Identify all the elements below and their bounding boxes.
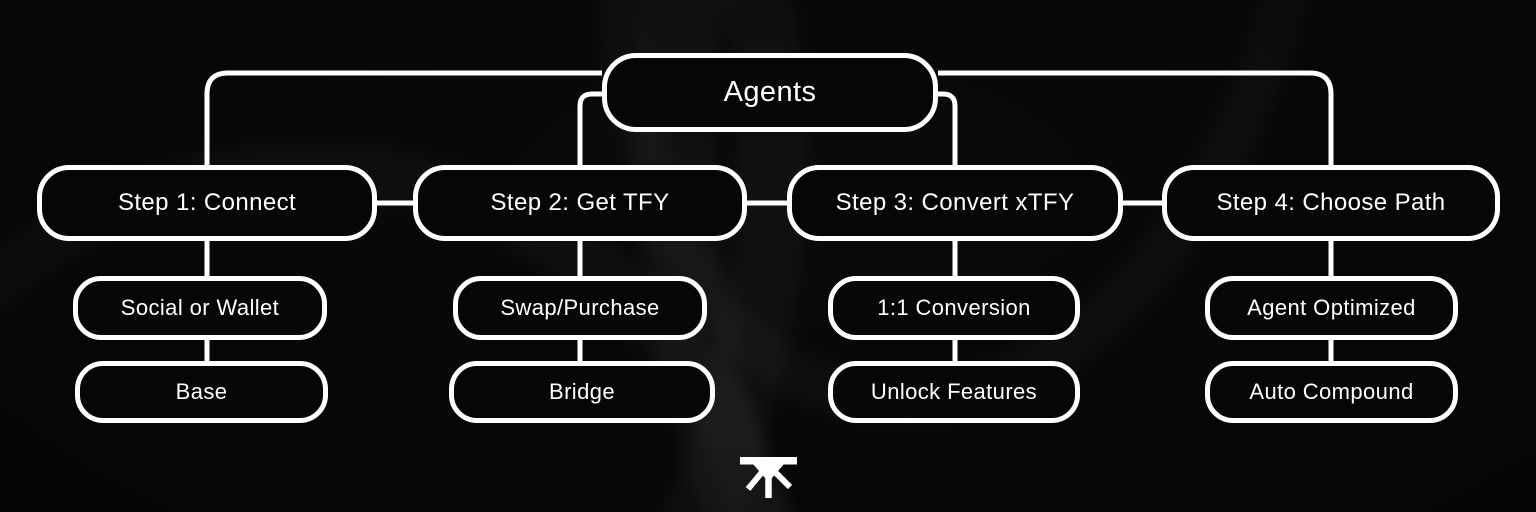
node-agents-label: Agents — [723, 76, 817, 108]
node-auto-compound-label: Auto Compound — [1249, 379, 1414, 404]
node-unlock-features-label: Unlock Features — [870, 379, 1038, 404]
node-bridge-label: Bridge — [549, 379, 615, 404]
node-swap-purchase: Swap/Purchase — [453, 276, 707, 340]
node-unlock-features: Unlock Features — [828, 361, 1080, 423]
node-agents: Agents — [602, 53, 938, 132]
node-auto-compound: Auto Compound — [1205, 361, 1458, 423]
node-step-4-choose-path: Step 4: Choose Path — [1162, 165, 1500, 241]
node-social-or-wallet-label: Social or Wallet — [120, 295, 280, 320]
connector-agents-step3 — [938, 91, 958, 167]
connector-agents-step1 — [204, 70, 602, 167]
node-base-label: Base — [175, 379, 228, 404]
node-step-3-convert-xtfy: Step 3: Convert xTFY — [787, 165, 1123, 241]
node-step-2-get-tfy: Step 2: Get TFY — [413, 165, 747, 241]
node-1-1-conversion: 1:1 Conversion — [828, 276, 1080, 340]
node-bridge: Bridge — [449, 361, 715, 423]
node-agent-optimized: Agent Optimized — [1205, 276, 1458, 340]
node-step-1-label: Step 1: Connect — [117, 189, 297, 216]
connector-lines — [204, 70, 1334, 363]
node-step-3-label: Step 3: Convert xTFY — [835, 189, 1075, 216]
node-agent-optimized-label: Agent Optimized — [1247, 295, 1416, 320]
connector-agents-step2 — [577, 91, 602, 167]
node-base: Base — [75, 361, 328, 423]
node-1-1-conversion-label: 1:1 Conversion — [877, 295, 1031, 320]
node-step-4-label: Step 4: Choose Path — [1216, 189, 1446, 216]
splayed-tree-logo-icon — [740, 457, 797, 498]
node-step-1-connect: Step 1: Connect — [37, 165, 377, 241]
node-step-2-label: Step 2: Get TFY — [490, 189, 670, 216]
node-social-or-wallet: Social or Wallet — [73, 276, 327, 340]
connector-agents-step4 — [938, 70, 1334, 167]
node-swap-purchase-label: Swap/Purchase — [500, 295, 660, 320]
